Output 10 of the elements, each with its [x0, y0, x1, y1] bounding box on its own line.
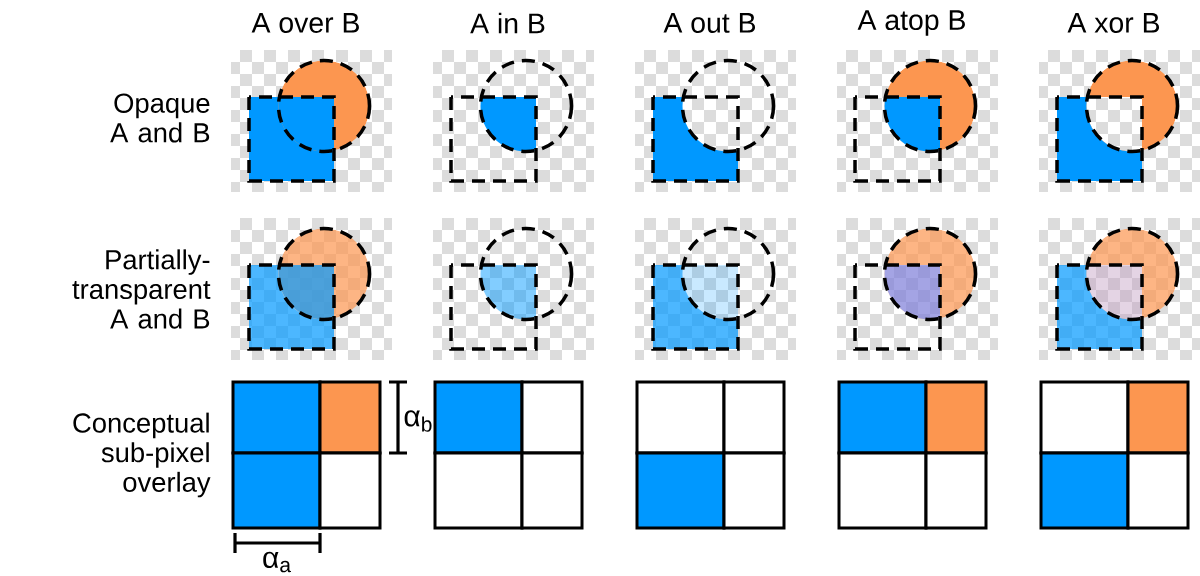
row-label: Partially-transparent A and B: [72, 249, 211, 329]
column-heading: A in B: [470, 12, 545, 34]
dimension-label: α$_{a}$: [263, 551, 291, 573]
dimension-label: α$_{b}$: [404, 410, 432, 432]
column-heading: A xor B: [1067, 13, 1160, 33]
column-heading: A atop B: [857, 10, 965, 36]
column-heading: A over B: [251, 13, 359, 33]
row-label: Conceptual sub-pixel overlay: [73, 412, 211, 498]
row-label: Opaque A and B: [110, 93, 210, 143]
column-heading: A out B: [663, 13, 756, 33]
